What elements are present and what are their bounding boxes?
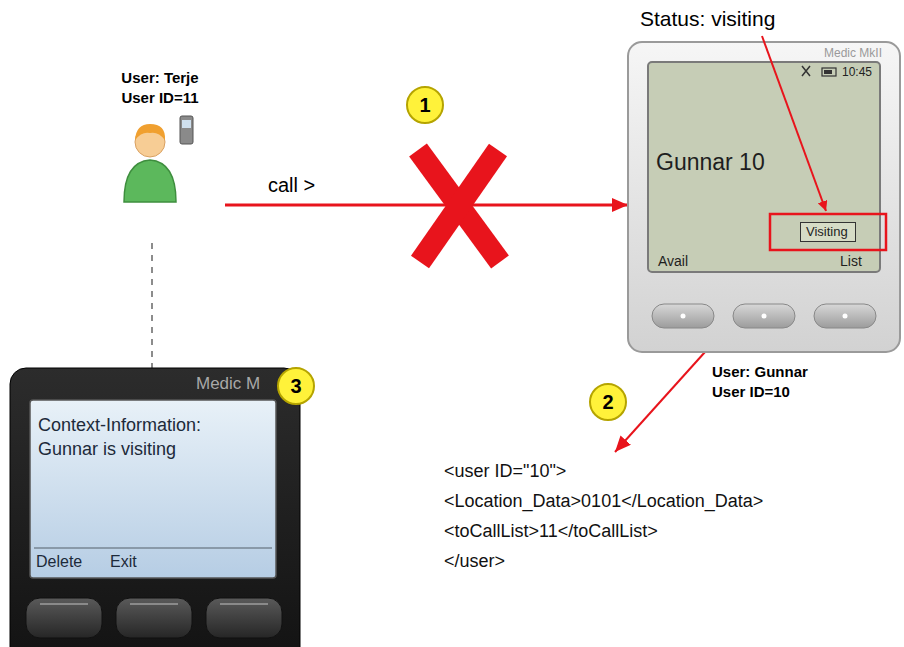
xml-line: <Location_Data>0101</Location_Data> (444, 486, 766, 516)
person-icon (124, 116, 193, 202)
status-label: Status: visiting (640, 6, 775, 31)
xml-record: <user ID="10"><Location_Data>0101</Locat… (440, 452, 770, 580)
connector-arrow (225, 204, 628, 207)
brand-label: Medic M (196, 374, 260, 394)
xml-line: <user ID="10"> (444, 456, 766, 486)
status-highlight (762, 36, 886, 250)
user-node: User: Terje User ID=11 (95, 68, 225, 243)
user-name: User: Terje User ID=11 (105, 68, 215, 108)
softkey-label: Delete (36, 552, 82, 571)
blocked-cross (418, 150, 500, 262)
connector-arrow (615, 352, 705, 452)
softkey-label: Avail (658, 253, 688, 270)
edge-label: call > (266, 174, 317, 197)
callout-number: 3 (277, 367, 315, 405)
clock: 10:45 (842, 65, 872, 79)
brand-label: Medic MkII (824, 46, 882, 60)
status-box: Visiting (800, 222, 856, 242)
callout-number: 1 (406, 86, 444, 124)
softkey-label: List (840, 253, 862, 270)
phone-housing (10, 368, 300, 647)
softkey-label: Exit (110, 552, 137, 571)
status-text: Visiting (806, 224, 850, 240)
contact-name: Gunnar 10 (656, 148, 765, 176)
context-text: Gunnar is visiting (38, 438, 176, 460)
phone-device: Medic MkII 10:45Gunnar 10 Avail List Visitin… (628, 42, 900, 352)
xml-line: </user> (444, 546, 766, 576)
xml-line: <toCallList>11</toCallList> (444, 516, 766, 546)
phone-housing (628, 42, 900, 352)
link-line (151, 243, 153, 368)
callout-number: 2 (589, 383, 627, 421)
user-name: User: Gunnar User ID=10 (712, 362, 827, 402)
phone-device: Medic M Context-Information:Gunnar is vis… (10, 368, 300, 647)
context-heading: Context-Information: (38, 414, 201, 436)
